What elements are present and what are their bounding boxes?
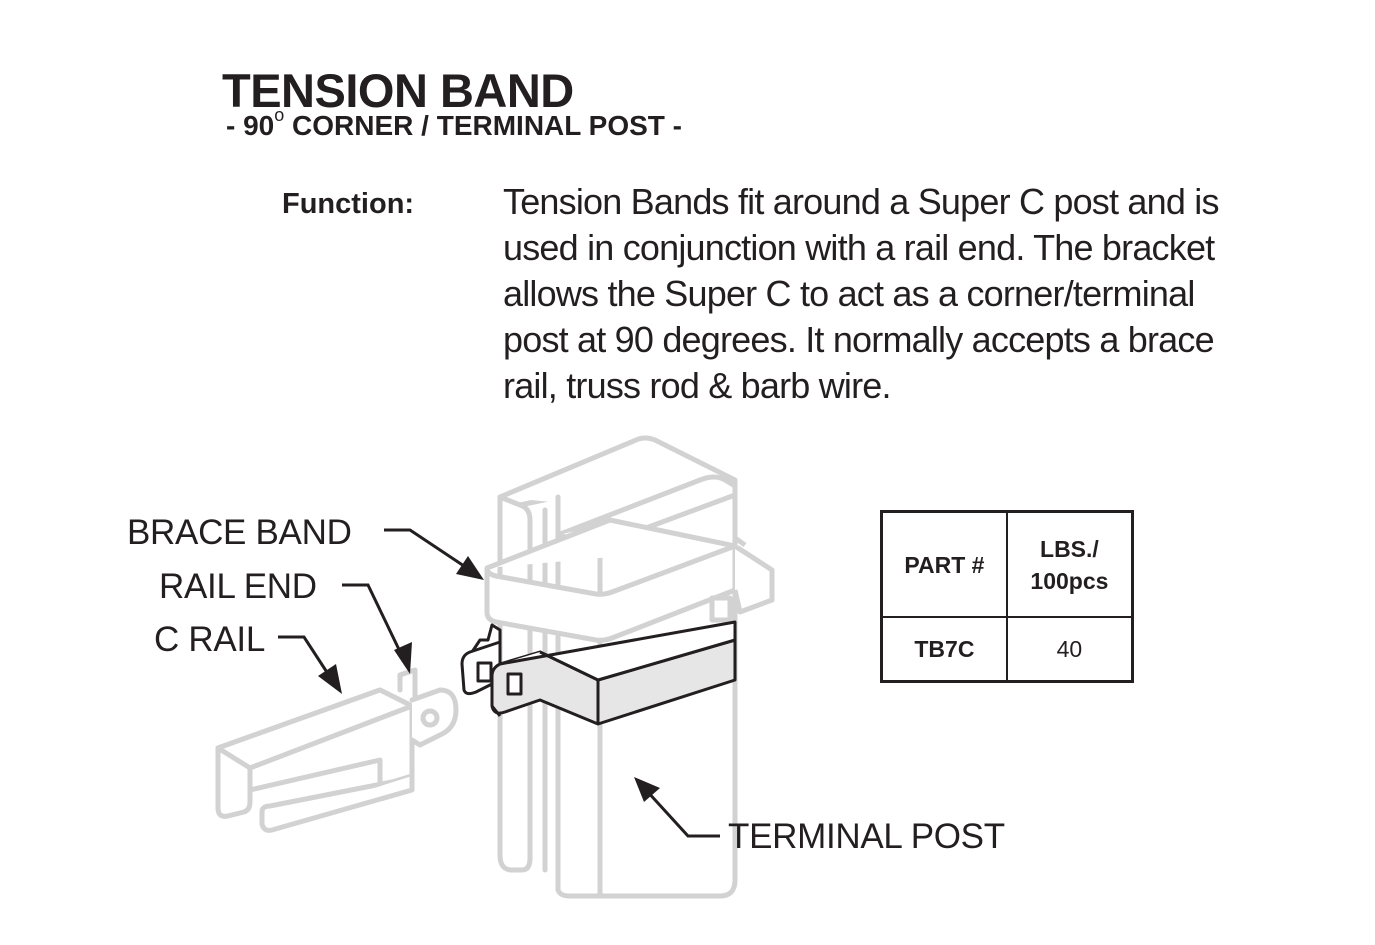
part-number-header: PART #: [880, 510, 1008, 618]
function-line: used in conjunction with a rail end. The…: [503, 227, 1215, 268]
subtitle-prefix: - 90: [226, 110, 275, 141]
brace-band-label: BRACE BAND: [127, 513, 352, 552]
subtitle-suffix: CORNER / TERMINAL POST -: [284, 110, 682, 141]
brace-band-leader: [384, 528, 471, 572]
function-line: Tension Bands fit around a Super C post …: [503, 181, 1219, 222]
terminal-post-label: TERMINAL POST: [728, 817, 1005, 856]
brace-band-drawing: [484, 517, 775, 643]
c-rail-label: C RAIL: [154, 620, 266, 659]
weight-header-line1: LBS./: [1040, 535, 1099, 562]
brace-band-arrowhead: [456, 556, 484, 580]
part-number-cell: TB7C: [880, 616, 1008, 683]
function-line: allows the Super C to act as a corner/te…: [503, 273, 1195, 314]
callout-arrowheads: [318, 556, 660, 802]
spec-table-header-row: PART # LBS./ 100pcs: [880, 510, 1134, 618]
weight-cell: 40: [1005, 616, 1134, 683]
rail-end-leader: [342, 583, 407, 663]
c-rail-drawing: [215, 667, 459, 833]
c-rail-arrowhead: [318, 664, 342, 694]
table-row: TB7C 40: [880, 616, 1134, 683]
function-line: rail, truss rod & barb wire.: [503, 365, 892, 406]
function-line: post at 90 degrees. It normally accepts …: [503, 319, 1215, 360]
function-label: Function:: [282, 188, 415, 220]
rail-end-label: RAIL END: [159, 567, 317, 606]
terminal-post-arrowhead: [634, 777, 660, 802]
degree-mark: o: [274, 104, 285, 125]
function-description: Tension Bands fit around a Super C post …: [503, 179, 1303, 409]
page-subtitle: - 90o CORNER / TERMINAL POST -: [226, 104, 682, 144]
c-rail-leader: [278, 635, 334, 681]
page-title: TENSION BAND: [222, 64, 574, 117]
terminal-post-leader: [644, 788, 720, 838]
weight-header-line2: 100pcs: [1030, 567, 1109, 594]
callout-leaders: [278, 528, 720, 838]
tension-band-drawing: [460, 620, 737, 726]
spec-table: PART # LBS./ 100pcs TB7C 40: [880, 510, 1134, 683]
weight-header: LBS./ 100pcs: [1005, 510, 1134, 618]
rail-end-arrowhead: [394, 642, 412, 674]
